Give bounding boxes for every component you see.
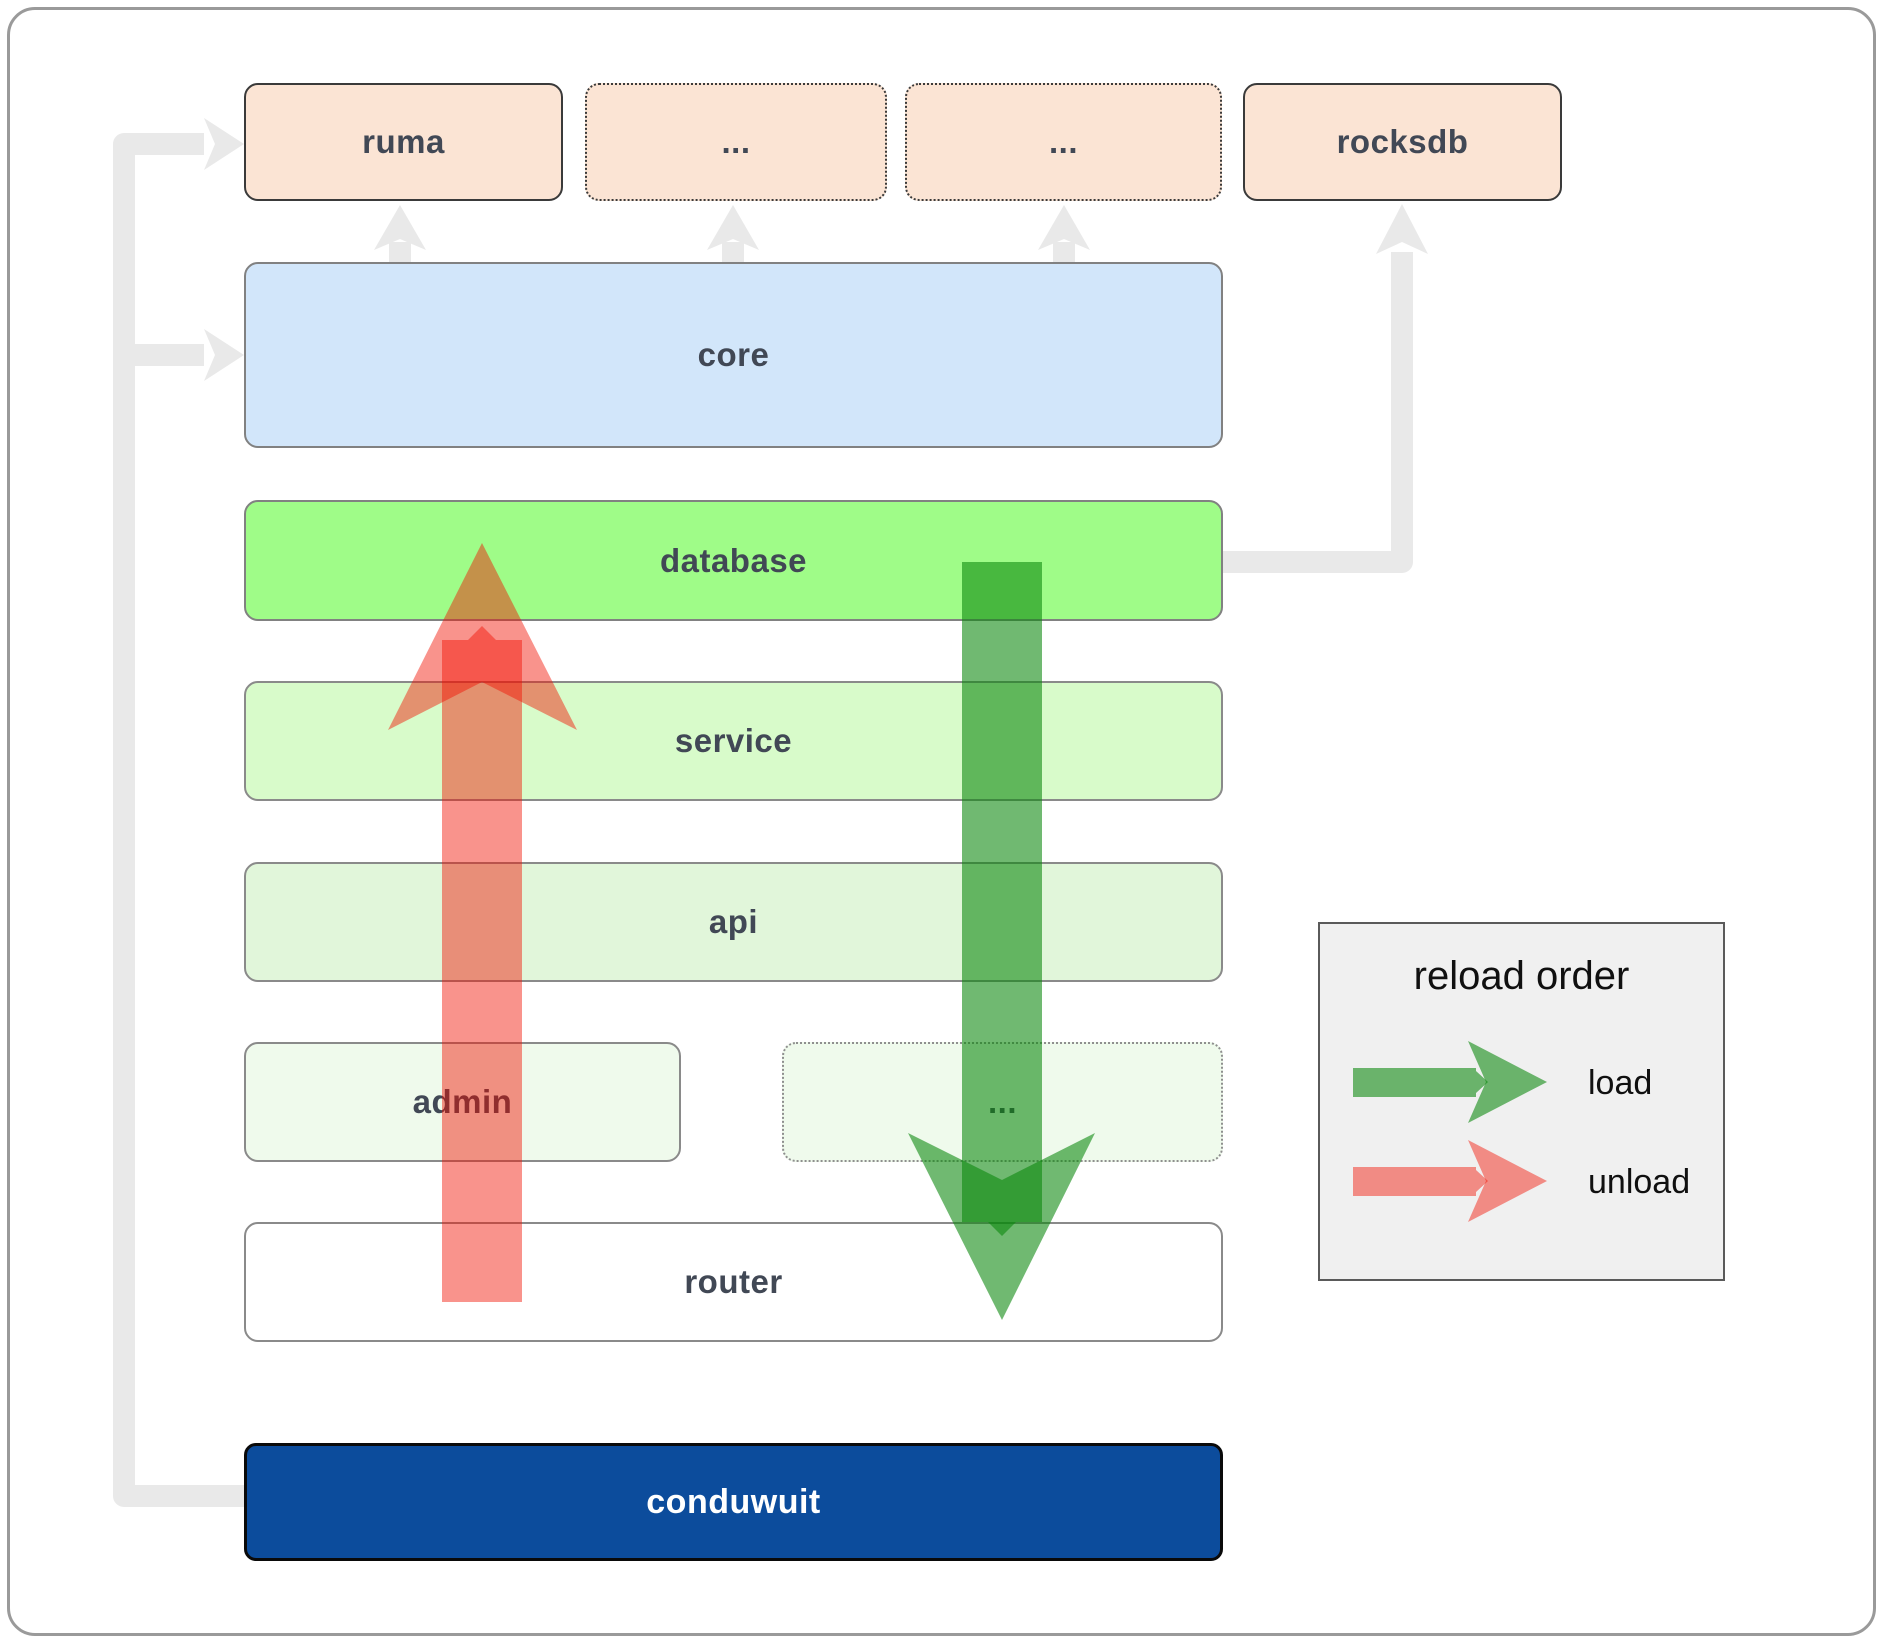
box-admin-label: admin (412, 1083, 513, 1120)
box-router: router (244, 1222, 1223, 1342)
box-admin-more-label: ... (987, 1083, 1017, 1120)
box-rocksdb: rocksdb (1243, 83, 1562, 201)
box-service-label: service (674, 722, 793, 759)
box-conduwuit-label: conduwuit (646, 1482, 821, 1521)
outer-frame (7, 7, 1876, 1636)
legend: reload order load unload (1318, 922, 1725, 1281)
legend-title: reload order (1413, 954, 1630, 998)
box-ruma-label: ruma (362, 123, 445, 160)
box-service: service (244, 681, 1223, 801)
box-api: api (244, 862, 1223, 982)
box-crate-more-1-label: ... (721, 123, 751, 160)
box-api-label: api (708, 903, 759, 940)
box-core: core (244, 262, 1223, 448)
legend-load-label: load (1588, 1064, 1653, 1102)
box-conduwuit: conduwuit (244, 1443, 1223, 1561)
box-admin: admin (244, 1042, 681, 1162)
box-crate-more-2: ... (905, 83, 1222, 201)
box-router-label: router (684, 1263, 783, 1300)
box-admin-more: ... (782, 1042, 1223, 1162)
box-core-label: core (697, 336, 770, 373)
box-crate-more-2-label: ... (1048, 123, 1078, 160)
box-database: database (244, 500, 1223, 621)
box-crate-more-1: ... (585, 83, 887, 201)
box-ruma: ruma (244, 83, 563, 201)
box-database-label: database (659, 541, 808, 579)
legend-unload-label: unload (1588, 1163, 1691, 1201)
box-rocksdb-label: rocksdb (1336, 123, 1469, 160)
